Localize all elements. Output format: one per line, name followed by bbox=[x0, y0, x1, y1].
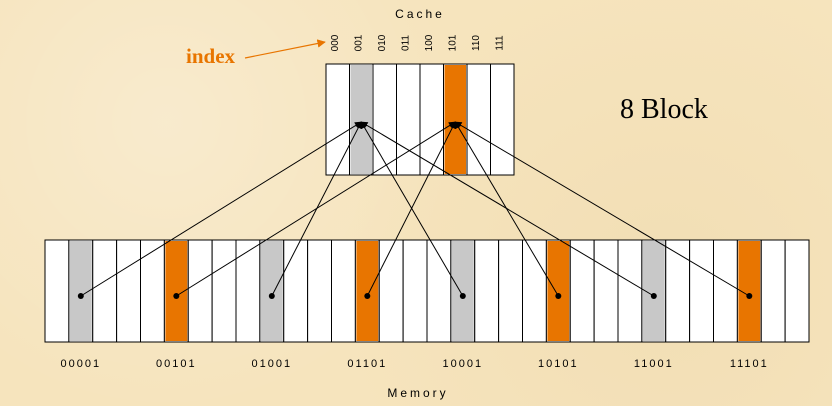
memory-block bbox=[211, 239, 237, 343]
memory-block-group bbox=[44, 239, 810, 343]
cache-block-010 bbox=[372, 63, 397, 176]
memory-block bbox=[760, 239, 786, 343]
memory-block-01001 bbox=[260, 241, 283, 341]
mapping-arrow bbox=[454, 121, 750, 297]
cache-index-label: 111 bbox=[494, 35, 505, 51]
cache-index-label: 100 bbox=[424, 34, 435, 51]
memory-block-00001 bbox=[69, 241, 92, 341]
mapping-arrows bbox=[77, 121, 753, 299]
cache-index-labels: 000 001 010 011 100 101 110 111 bbox=[330, 34, 506, 51]
mapping-arrow bbox=[176, 121, 456, 297]
memory-block-10001 bbox=[451, 241, 474, 341]
cache-index-label: 011 bbox=[400, 35, 411, 51]
mapping-arrow bbox=[366, 121, 456, 297]
memory-block bbox=[784, 239, 810, 343]
memory-address-label: 01101 bbox=[347, 358, 387, 370]
cache-index-label: 110 bbox=[471, 35, 482, 51]
cache-block-gray-fill bbox=[350, 65, 372, 174]
memory-block bbox=[331, 239, 356, 343]
cache-index-label: 101 bbox=[447, 34, 458, 51]
memory-block-00101 bbox=[165, 241, 188, 341]
memory-address-label: 10101 bbox=[538, 358, 579, 370]
memory-address-label: 11001 bbox=[634, 358, 674, 370]
memory-block-01101 bbox=[356, 241, 379, 341]
memory-block bbox=[665, 239, 691, 343]
memory-block bbox=[402, 239, 428, 343]
memory-block-10101 bbox=[547, 241, 570, 341]
memory-address-label: 10001 bbox=[443, 358, 484, 370]
memory-block bbox=[140, 239, 165, 343]
cache-block-111 bbox=[490, 63, 515, 176]
memory-block bbox=[235, 239, 261, 343]
memory-block-11001 bbox=[642, 241, 665, 341]
memory-block bbox=[44, 239, 70, 343]
memory-block bbox=[307, 239, 332, 343]
memory-address-label: 11101 bbox=[730, 358, 769, 370]
memory-block bbox=[92, 239, 118, 343]
cache-block-group bbox=[325, 63, 515, 176]
cache-block-100 bbox=[419, 63, 444, 176]
block-count-label: 8 Block bbox=[620, 94, 708, 125]
cache-block-011 bbox=[396, 63, 421, 176]
memory-block bbox=[283, 239, 309, 343]
cache-block-110 bbox=[466, 63, 491, 176]
memory-title: Memory bbox=[387, 386, 448, 400]
cache-block-orange-fill bbox=[444, 65, 466, 174]
cache-index-label: 001 bbox=[353, 34, 364, 51]
memory-address-label: 00101 bbox=[156, 358, 197, 370]
memory-block bbox=[116, 239, 141, 343]
memory-address-labels: 00001 00101 01001 01101 10001 10101 11001 11101 bbox=[61, 358, 769, 370]
mapping-arrow bbox=[360, 121, 464, 297]
memory-block bbox=[593, 239, 619, 343]
memory-block bbox=[617, 239, 643, 343]
mapping-arrow bbox=[80, 121, 362, 297]
memory-block bbox=[187, 239, 213, 343]
memory-block bbox=[498, 239, 523, 343]
memory-block bbox=[689, 239, 714, 343]
cache-block-000 bbox=[325, 63, 350, 176]
memory-block bbox=[713, 239, 738, 343]
memory-address-label: 01001 bbox=[252, 358, 293, 370]
memory-block-11101 bbox=[738, 241, 761, 341]
mapping-arrow bbox=[360, 121, 655, 297]
mapping-arrow bbox=[271, 121, 362, 297]
memory-address-label: 00001 bbox=[61, 358, 102, 370]
cache-title: Cache bbox=[395, 7, 445, 21]
index-label: index bbox=[186, 44, 236, 68]
cache-index-label: 010 bbox=[377, 34, 388, 51]
memory-block bbox=[474, 239, 500, 343]
cache-index-label: 000 bbox=[330, 34, 341, 51]
memory-block bbox=[569, 239, 595, 343]
index-arrow bbox=[244, 39, 326, 59]
memory-block bbox=[378, 239, 404, 343]
